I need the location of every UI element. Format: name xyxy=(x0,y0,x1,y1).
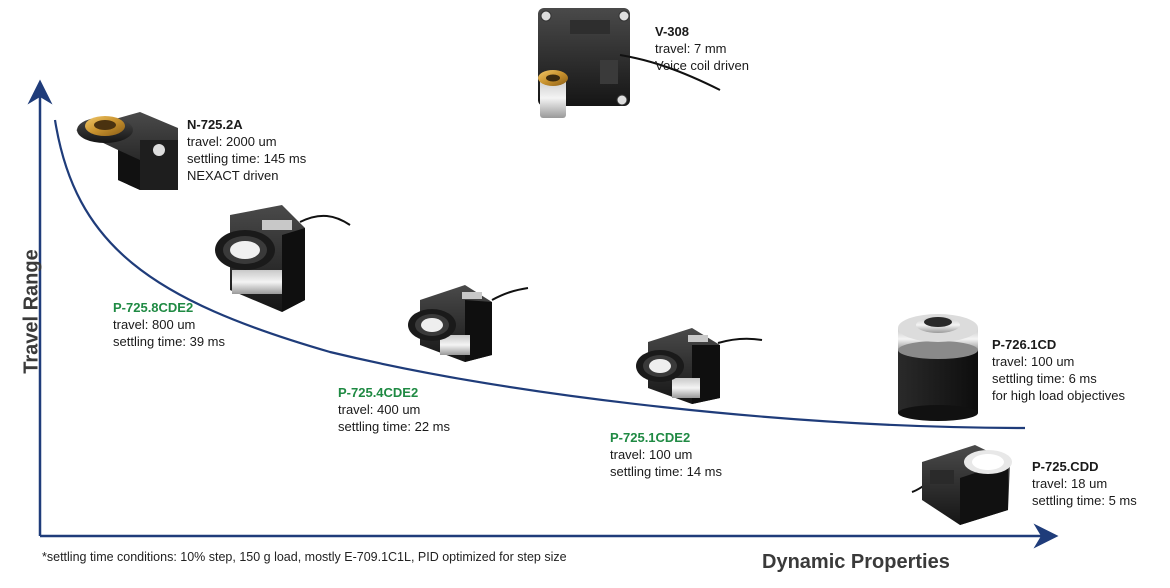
p-725-cdd-image xyxy=(911,445,1012,525)
product-label-v-308: V-308 travel: 7 mm Voice coil driven xyxy=(655,23,749,74)
product-spec: settling time: 5 ms xyxy=(1032,493,1137,508)
product-name: N-725.2A xyxy=(187,117,243,132)
product-label-p-725-8cde2: P-725.8CDE2 travel: 800 um settling time… xyxy=(113,299,225,350)
product-spec: for high load objectives xyxy=(992,388,1125,403)
product-spec: NEXACT driven xyxy=(187,168,279,183)
y-axis-title: Travel Range xyxy=(20,249,43,374)
product-spec: Voice coil driven xyxy=(655,58,749,73)
product-spec: settling time: 39 ms xyxy=(113,334,225,349)
p-726-1cd-image xyxy=(898,314,978,421)
product-spec: travel: 800 um xyxy=(113,317,196,332)
p-725-4cde2-image xyxy=(408,285,529,362)
product-label-p-726-1cd: P-726.1CD travel: 100 um settling time: … xyxy=(992,336,1125,404)
product-name: P-725.8CDE2 xyxy=(113,300,194,315)
product-spec: settling time: 14 ms xyxy=(610,464,722,479)
product-name: P-725.1CDE2 xyxy=(610,430,691,445)
p-725-8cde2-image xyxy=(215,205,351,312)
x-axis-title: Dynamic Properties xyxy=(762,551,950,573)
footnote: *settling time conditions: 10% step, 150… xyxy=(42,550,567,564)
product-spec: travel: 400 um xyxy=(338,402,421,417)
product-label-p-725-cdd: P-725.CDD travel: 18 um settling time: 5… xyxy=(1032,458,1137,509)
product-label-p-725-1cde2: P-725.1CDE2 travel: 100 um settling time… xyxy=(610,429,722,480)
n-725-2a-image xyxy=(76,112,178,190)
product-spec: settling time: 22 ms xyxy=(338,419,450,434)
product-name: V-308 xyxy=(655,24,689,39)
product-spec: travel: 7 mm xyxy=(655,41,727,56)
product-name: P-725.CDD xyxy=(1032,459,1099,474)
product-name: P-726.1CD xyxy=(992,337,1057,352)
product-spec: travel: 2000 um xyxy=(187,134,277,149)
trend-curve xyxy=(53,119,1026,430)
product-spec: settling time: 6 ms xyxy=(992,371,1097,386)
product-spec: travel: 18 um xyxy=(1032,476,1108,491)
product-spec: travel: 100 um xyxy=(992,354,1075,369)
v-308-image xyxy=(538,8,721,118)
product-spec: travel: 100 um xyxy=(610,447,693,462)
product-spec: settling time: 145 ms xyxy=(187,151,307,166)
product-label-n-725-2a: N-725.2A travel: 2000 um settling time: … xyxy=(187,116,306,184)
p-725-1cde2-image xyxy=(636,328,763,404)
product-name: P-725.4CDE2 xyxy=(338,385,419,400)
product-label-p-725-4cde2: P-725.4CDE2 travel: 400 um settling time… xyxy=(338,384,450,435)
